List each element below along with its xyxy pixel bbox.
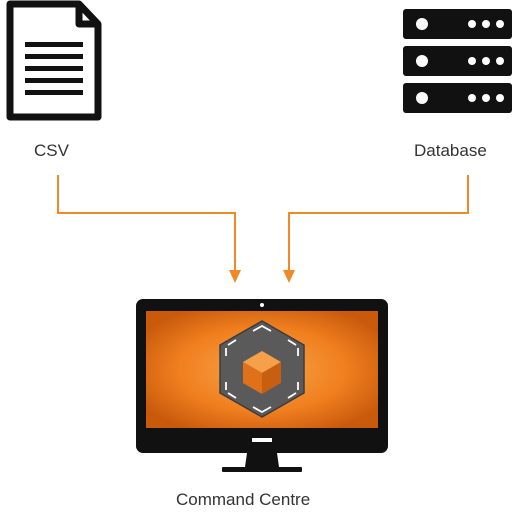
- monitor-logo-slot: [252, 438, 272, 442]
- arrowhead-icon: [229, 270, 241, 283]
- database-server-icon: [403, 9, 512, 113]
- cube-icon: [243, 351, 281, 394]
- connector-csv-to-command-centre: [57, 175, 241, 283]
- monitor-base: [222, 467, 302, 472]
- arrowhead-icon: [283, 270, 295, 283]
- database-label: Database: [414, 141, 487, 160]
- connector-database-to-command-centre: [283, 175, 469, 283]
- csv-file-icon: [6, 0, 102, 121]
- camera-dot: [260, 303, 264, 307]
- monitor-icon: [136, 299, 388, 472]
- csv-label: CSV: [34, 141, 69, 160]
- logo-hexagon-icon: [219, 320, 305, 418]
- monitor-neck: [245, 453, 279, 467]
- command-centre-label: Command Centre: [176, 490, 311, 509]
